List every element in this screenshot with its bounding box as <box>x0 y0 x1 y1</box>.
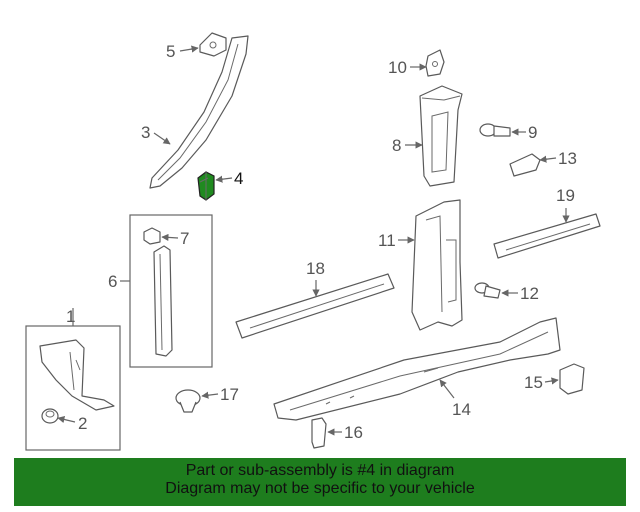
callout-1: 1 <box>66 307 75 326</box>
callout-16: 16 <box>327 423 363 442</box>
callout-11: 11 <box>378 231 415 250</box>
svg-text:2: 2 <box>78 414 87 433</box>
info-banner: Part or sub-assembly is #4 in diagram Di… <box>14 458 626 506</box>
part-13-cover[interactable] <box>509 153 541 177</box>
callout-3: 3 <box>141 123 171 145</box>
callout-19: 19 <box>556 186 575 223</box>
svg-text:19: 19 <box>556 186 575 205</box>
callout-15: 15 <box>524 373 559 392</box>
callout-9: 9 <box>511 123 537 142</box>
callout-12: 12 <box>501 284 539 303</box>
parts-diagram: 1 2 3 4 5 6 7 8 9 10 11 12 <box>25 32 601 451</box>
svg-text:13: 13 <box>558 149 577 168</box>
part-6-pillar-trim[interactable] <box>153 245 173 357</box>
part-8-b-pillar-upper-trim[interactable] <box>419 85 463 187</box>
svg-text:7: 7 <box>180 229 189 248</box>
banner-line-disclaimer: Diagram may not be specific to your vehi… <box>165 480 475 497</box>
svg-text:6: 6 <box>108 272 117 291</box>
part-18-trim-strip[interactable] <box>235 273 395 339</box>
svg-text:10: 10 <box>388 58 407 77</box>
svg-text:5: 5 <box>166 42 175 61</box>
part-15-clip[interactable] <box>559 363 585 395</box>
svg-text:8: 8 <box>392 136 401 155</box>
part-7-clip[interactable] <box>143 227 161 245</box>
part-1-kick-panel[interactable] <box>39 339 115 411</box>
callout-13: 13 <box>539 149 577 168</box>
callout-10: 10 <box>388 58 427 77</box>
svg-text:1: 1 <box>66 307 75 326</box>
svg-text:15: 15 <box>524 373 543 392</box>
part-10-clip[interactable] <box>425 49 445 77</box>
callout-18: 18 <box>306 259 325 297</box>
part-14-sill-plate[interactable] <box>273 317 561 421</box>
part-6-group-box <box>129 214 213 368</box>
part-5-clip[interactable] <box>199 32 227 57</box>
part-19-trim-strip[interactable] <box>493 213 601 259</box>
part-11-b-pillar-lower-trim[interactable] <box>411 199 463 331</box>
callout-14: 14 <box>439 379 471 419</box>
part-17-plug[interactable] <box>175 389 201 413</box>
svg-text:11: 11 <box>378 231 396 250</box>
part-16-clip[interactable] <box>311 417 327 449</box>
svg-text:16: 16 <box>344 423 363 442</box>
part-4-clip-highlighted[interactable] <box>197 171 215 201</box>
svg-text:4: 4 <box>234 169 243 188</box>
part-9-bolt[interactable] <box>479 123 511 137</box>
callout-7: 7 <box>161 229 189 248</box>
callout-4: 4 <box>215 169 243 188</box>
part-12-bolt[interactable] <box>474 282 501 299</box>
callout-6: 6 <box>108 272 130 291</box>
callout-17: 17 <box>201 385 239 404</box>
svg-text:14: 14 <box>452 400 471 419</box>
svg-text:9: 9 <box>528 123 537 142</box>
svg-text:12: 12 <box>520 284 539 303</box>
svg-text:3: 3 <box>141 123 150 142</box>
part-2-fastener[interactable] <box>41 408 59 424</box>
svg-text:17: 17 <box>220 385 239 404</box>
part-3-a-pillar-trim[interactable] <box>149 35 249 189</box>
callout-2: 2 <box>57 414 87 433</box>
svg-text:18: 18 <box>306 259 325 278</box>
callout-5: 5 <box>166 42 199 61</box>
banner-line-part-number: Part or sub-assembly is #4 in diagram <box>185 462 455 479</box>
callout-8: 8 <box>392 136 423 155</box>
